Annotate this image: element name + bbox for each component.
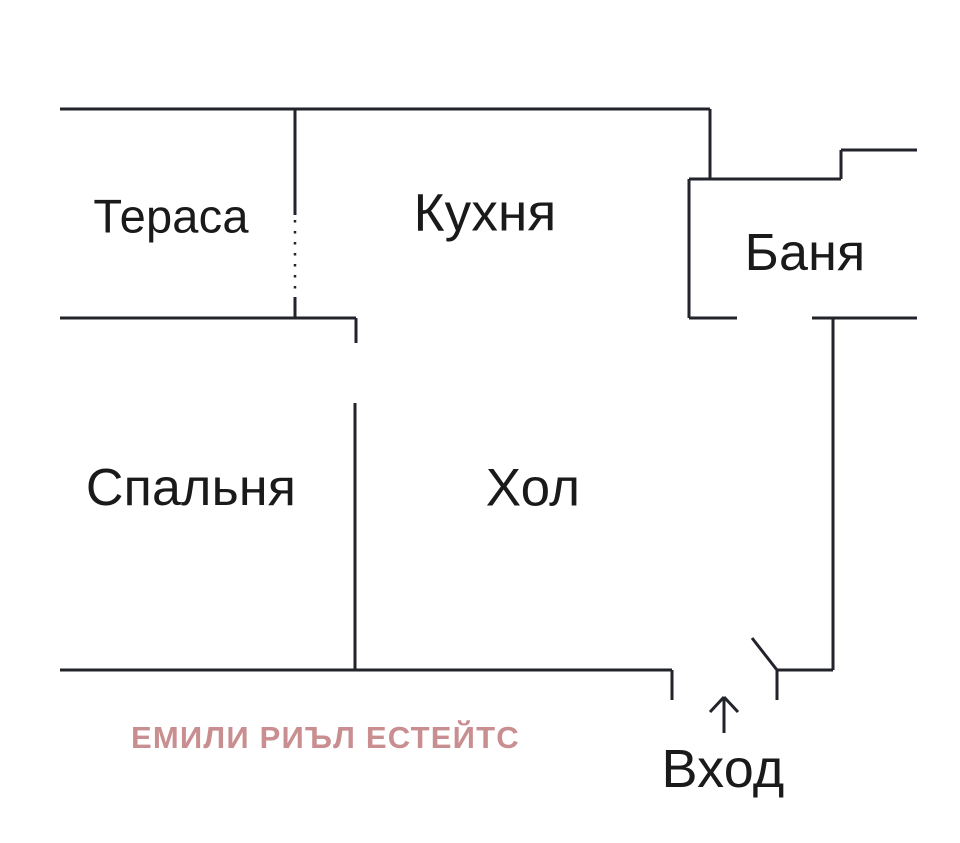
room-label-terrace: Тераса: [93, 189, 249, 243]
entrance-arrow-icon: [708, 695, 740, 733]
walls-group: [60, 107, 917, 700]
room-label-kitchen: Кухня: [413, 183, 557, 243]
entrance-label: Вход: [661, 739, 785, 799]
room-label-bedroom: Спальня: [85, 459, 297, 517]
room-label-bathroom: Баня: [744, 224, 866, 282]
room-label-hall: Хол: [485, 458, 581, 518]
watermark-text: ЕМИЛИ РИЪЛ ЕСТЕЙТС: [131, 720, 520, 755]
entry-door: [750, 637, 779, 671]
